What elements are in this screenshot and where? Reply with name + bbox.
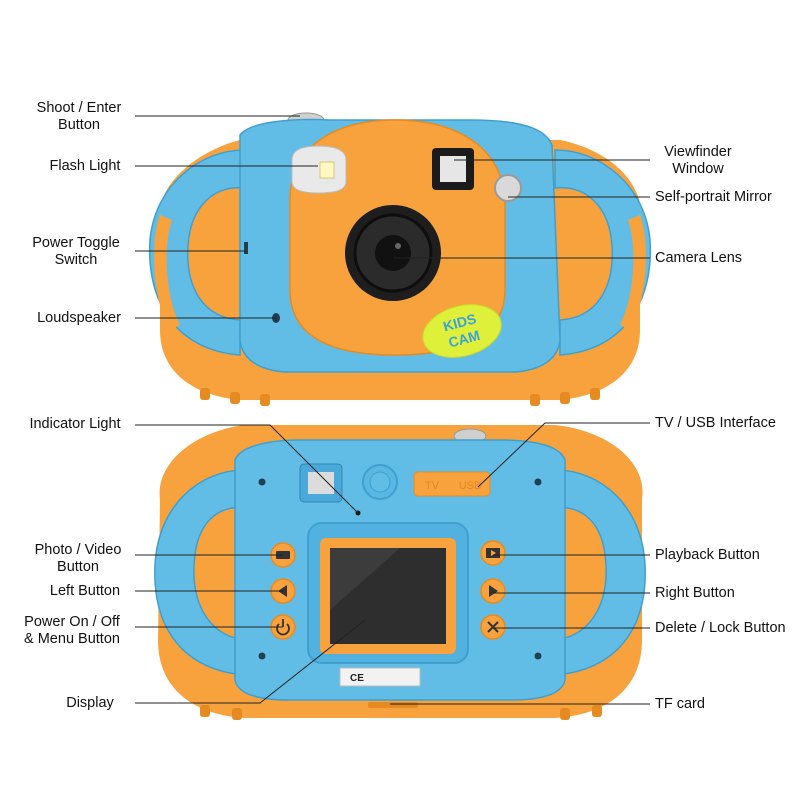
tf-card-slot	[368, 702, 418, 708]
flash-led	[319, 161, 335, 179]
camera-lens-glint	[395, 243, 401, 249]
label-right-button: Right Button	[655, 585, 735, 601]
label-power-toggle: Power Toggle Switch	[32, 235, 120, 268]
front-rim-ridges	[200, 388, 600, 406]
label-playback: Playback Button	[655, 547, 760, 563]
label-indicator-light: Indicator Light	[29, 416, 121, 432]
sticker-line2: CAM	[447, 327, 482, 351]
label-tf-card: TF card	[655, 696, 705, 712]
back-screws	[258, 478, 542, 660]
label-camera-lens: Camera Lens	[655, 250, 743, 266]
front-left-handle-orange	[154, 215, 180, 330]
flash-light-shape	[291, 145, 347, 194]
label-delete-lock: Delete / Lock Button	[655, 620, 786, 636]
label-photo-video: Photo / Video Button	[34, 542, 122, 575]
back-right-handle	[554, 469, 646, 676]
back-camera: TV USB CE	[154, 425, 646, 720]
delete-x-icon	[487, 621, 499, 633]
kids-cam-sticker	[422, 304, 502, 358]
back-viewfinder-glass	[308, 472, 334, 494]
right-button-shape	[480, 578, 506, 604]
ce-mark: CE	[350, 673, 364, 684]
front-left-handle	[148, 149, 246, 356]
leader-display	[135, 619, 366, 704]
back-rim-ridges	[200, 705, 602, 720]
label-viewfinder: Viewfinder Window	[664, 144, 732, 177]
label-tv-usb: TV / USB Interface	[655, 415, 776, 431]
leader-indicator	[135, 424, 359, 514]
leader-lines	[135, 115, 650, 705]
usb-port-text: USB	[459, 480, 482, 492]
mirror-shape	[494, 174, 522, 202]
ce-label	[339, 667, 421, 687]
tv-usb-cover	[413, 471, 491, 497]
camera-lens-center	[375, 235, 411, 271]
back-left-handle	[154, 469, 246, 676]
power-toggle-shape	[244, 242, 248, 254]
label-flash-light: Flash Light	[49, 158, 121, 174]
front-right-handle	[554, 149, 652, 356]
label-shoot-enter: Shoot / Enter Button	[36, 100, 122, 133]
label-self-portrait-mirror: Self-portrait Mirror	[655, 189, 772, 205]
front-camera: KIDS CAM	[148, 112, 652, 406]
leader-tv-usb	[477, 422, 650, 488]
label-left-button: Left Button	[49, 583, 121, 599]
label-power-menu: Power On / Off & Menu Button	[24, 614, 120, 647]
playback-button-shape	[480, 540, 506, 566]
tv-port-text: TV	[425, 480, 440, 492]
label-loudspeaker: Loudspeaker	[37, 310, 121, 326]
arrow-right-icon	[489, 585, 498, 597]
label-display: Display	[66, 695, 114, 711]
front-right-handle-orange	[620, 215, 646, 330]
delete-button-shape	[480, 614, 506, 640]
